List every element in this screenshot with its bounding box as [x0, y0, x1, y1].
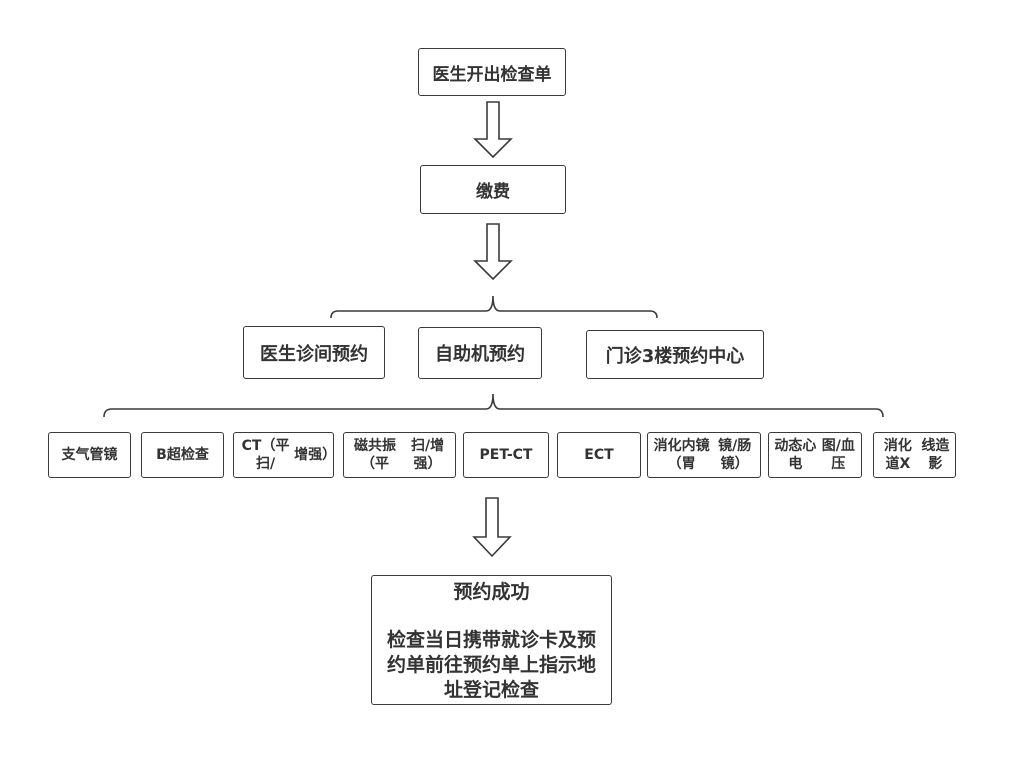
result-instructions: 检查当日携带就诊卡及预 约单前往预约单上指示地 址登记检查	[386, 629, 596, 701]
down-arrow-2	[473, 223, 513, 281]
down-arrow-1	[473, 101, 513, 159]
exam-ct: CT（平扫/增强）	[233, 432, 336, 478]
exam-pet-ct: PET-CT	[463, 432, 549, 478]
exam-bronchoscope: 支气管镜	[48, 432, 131, 478]
booking-self-service-kiosk: 自助机预约	[418, 327, 542, 379]
exam-holter: 动态心电图/血压	[768, 432, 862, 478]
exam-ect: ECT	[557, 432, 641, 478]
step-doctor-order: 医生开出检查单	[418, 48, 566, 96]
exam-ultrasound: B超检查	[141, 432, 224, 478]
exam-endoscopy: 消化内镜（胃镜/肠镜）	[647, 432, 761, 478]
booking-center-3f: 门诊3楼预约中心	[586, 330, 764, 379]
brace-exams	[103, 393, 884, 418]
booking-doctor-office: 医生诊间预约	[243, 326, 385, 379]
result-title: 预约成功	[453, 581, 530, 603]
result-booking-success: 预约成功 检查当日携带就诊卡及预 约单前往预约单上指示地 址登记检查	[371, 575, 612, 705]
down-arrow-3	[472, 497, 512, 558]
exam-mri: 磁共振（平扫/增强）	[343, 432, 456, 478]
step-payment: 缴费	[420, 165, 566, 214]
brace-booking	[330, 295, 658, 319]
